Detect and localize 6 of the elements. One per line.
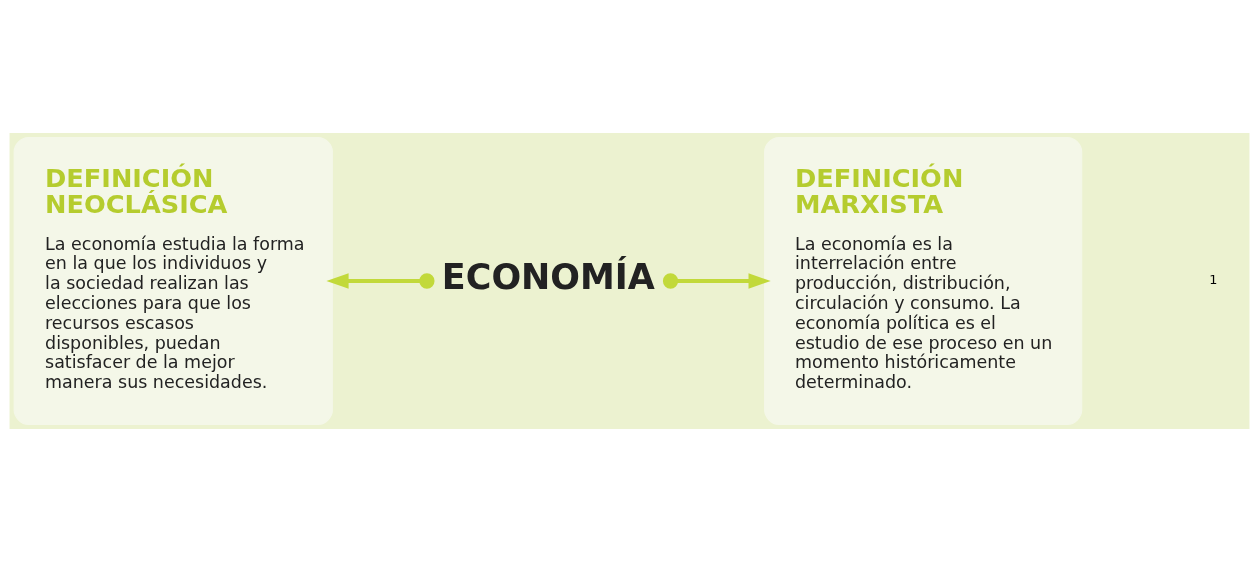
node-box: DEFINICIÓN NEOCLÁSICA La economía estudia la forma en la que los individuos y la sociedad realizan las elecciones para que los recursos escasos disponibles, puedan satisfacer de la mejor manera sus necesidades. (13, 137, 333, 425)
arrow (326, 273, 435, 289)
node-text: ECONOMÍA (441, 256, 655, 297)
label: 1 (1209, 272, 1218, 288)
node-box: DEFINICIÓN MARXISTA La economía es la interrelación entre producción, distribución, circulación y consumo. La economía política es el estudio de ese proceso en un momento históricamente determinado. (764, 137, 1083, 425)
arrow (662, 273, 771, 289)
